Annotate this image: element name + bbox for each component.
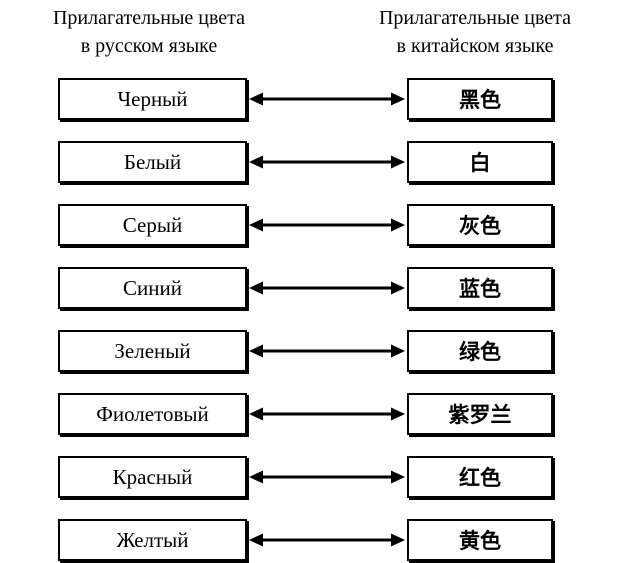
bidirectional-arrow-icon [249,533,405,547]
chinese-term-box: 紫罗兰 [407,393,553,435]
russian-term-box: Черный [58,78,247,120]
russian-column-header: Прилагательные цвета в русском языке [18,4,280,60]
chinese-term-label: 红色 [459,466,501,490]
chinese-term-label: 黄色 [459,529,501,553]
russian-term-box: Фиолетовый [58,393,247,435]
bidirectional-arrow-icon [249,470,405,484]
mapping-row: Зеленый 绿色 [0,330,628,372]
russian-header-line2: в русском языке [80,35,218,57]
bidirectional-arrow-icon [249,92,405,106]
bidirectional-arrow-icon [249,155,405,169]
chinese-term-label: 白 [469,151,491,175]
chinese-term-label: 蓝色 [459,277,501,301]
chinese-term-box: 红色 [407,456,553,498]
bidirectional-arrow-icon [249,281,405,295]
chinese-header-line1: Прилагательные цвета [378,7,572,29]
russian-header-line1: Прилагательные цвета [52,7,246,29]
mapping-row: Красный 红色 [0,456,628,498]
bidirectional-arrow-icon [249,344,405,358]
russian-term-label: Красный [112,464,193,489]
chinese-term-box: 蓝色 [407,267,553,309]
chinese-header-line2: в китайском языке [396,35,554,57]
mapping-row: Серый 灰色 [0,204,628,246]
mapping-rows: Черный 黑色 Белый 白 Серый 灰色 Синий 蓝色 Зеленый 绿色 Фио… [0,78,628,561]
russian-term-box: Белый [58,141,247,183]
chinese-term-label: 黑色 [459,88,501,112]
russian-term-label: Черный [117,86,188,111]
mapping-row: Синий 蓝色 [0,267,628,309]
russian-term-box: Желтый [58,519,247,561]
chinese-term-box: 黑色 [407,78,553,120]
bidirectional-arrow-icon [249,407,405,421]
mapping-row: Желтый 黄色 [0,519,628,561]
russian-term-label: Фиолетовый [96,401,209,426]
mapping-row: Белый 白 [0,141,628,183]
russian-term-label: Синий [123,275,182,300]
chinese-term-label: 紫罗兰 [448,403,512,427]
chinese-term-box: 白 [407,141,553,183]
chinese-term-box: 黄色 [407,519,553,561]
russian-term-label: Серый [122,212,183,237]
mapping-row: Фиолетовый 紫罗兰 [0,393,628,435]
mapping-row: Черный 黑色 [0,78,628,120]
russian-term-label: Белый [123,149,182,174]
russian-term-box: Красный [58,456,247,498]
russian-term-box: Зеленый [58,330,247,372]
chinese-term-label: 绿色 [459,340,501,364]
russian-term-label: Зеленый [114,338,191,363]
chinese-column-header: Прилагательные цвета в китайском языке [344,4,606,60]
chinese-term-box: 灰色 [407,204,553,246]
bidirectional-arrow-icon [249,218,405,232]
chinese-term-label: 灰色 [459,214,501,238]
chinese-term-box: 绿色 [407,330,553,372]
russian-term-box: Синий [58,267,247,309]
russian-term-box: Серый [58,204,247,246]
russian-term-label: Желтый [116,527,189,552]
